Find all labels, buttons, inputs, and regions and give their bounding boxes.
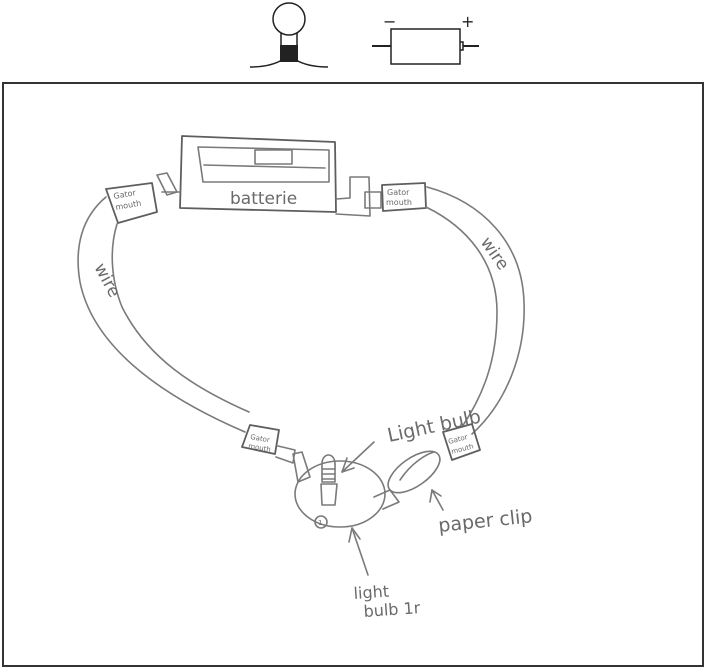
battery-negative-label: −: [383, 12, 396, 31]
bulb-holder-label-line2: bulb 1r: [363, 598, 421, 621]
lower-left-gator-clip: Gator mouth: [241, 424, 311, 483]
paper-clip-annotation: paper clip: [429, 489, 533, 537]
bulb-holder-drawing: 1: [294, 454, 400, 529]
svg-text:mouth: mouth: [386, 198, 412, 207]
battery-symbol-icon: − +: [372, 12, 479, 65]
light-bulb-symbol-icon: [249, 2, 329, 68]
student-drawing-frame: batterie Gator mouth Gator mouth wire: [2, 82, 704, 667]
svg-text:mouth: mouth: [248, 442, 272, 454]
paper-clip-drawing: [387, 450, 441, 494]
circuit-drawing: batterie Gator mouth Gator mouth wire: [77, 135, 533, 621]
svg-text:Gator: Gator: [387, 188, 410, 197]
paper-clip-label: paper clip: [437, 505, 533, 537]
circuit-symbols-key: − +: [0, 0, 706, 76]
bulb-holder-label-line1: light: [353, 582, 390, 603]
svg-text:1: 1: [318, 519, 322, 527]
right-gator-clip: Gator mouth: [335, 176, 427, 217]
battery-label: batterie: [230, 189, 297, 209]
right-wire: wire: [425, 186, 525, 435]
svg-text:Gator: Gator: [113, 188, 137, 201]
bulb-holder-annotation: light bulb 1r: [348, 527, 421, 621]
symbols-svg: − +: [249, 2, 479, 68]
svg-text:mouth: mouth: [115, 199, 142, 212]
battery-drawing: batterie: [179, 135, 337, 213]
battery-positive-label: +: [461, 12, 474, 31]
left-wire: wire: [77, 196, 250, 433]
svg-text:Gator: Gator: [250, 433, 271, 444]
left-wire-label: wire: [90, 260, 124, 301]
left-gator-clip: Gator mouth: [105, 172, 181, 224]
